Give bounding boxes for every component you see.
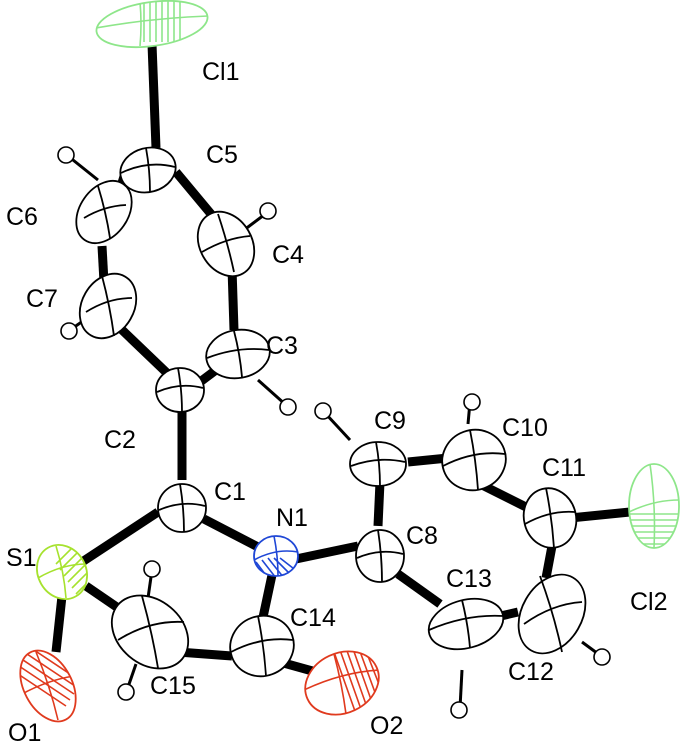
molecular-bonds	[51, 43, 631, 677]
atom-c3	[205, 328, 271, 380]
atom-cl2	[628, 463, 680, 549]
label-o1: O1	[8, 719, 41, 747]
label-c15: C15	[150, 672, 196, 700]
atom-o1	[8, 641, 87, 723]
atom-c10	[441, 428, 507, 492]
label-c6: C6	[6, 203, 38, 231]
atom-cl1	[95, 0, 209, 49]
label-c12: C12	[508, 658, 554, 686]
atom-c13	[427, 597, 505, 651]
atom-c14	[229, 614, 295, 678]
atom-c6	[75, 180, 133, 244]
label-cl2: Cl2	[630, 588, 668, 616]
label-c9: C9	[374, 407, 406, 435]
hydrogen-atoms	[57, 146, 611, 719]
hydrogen-atom-h6	[57, 146, 75, 164]
label-c8: C8	[406, 522, 438, 550]
label-n1: N1	[276, 504, 308, 532]
hydrogen-atom-h7	[60, 322, 78, 340]
atom-c15	[110, 594, 190, 670]
carbon-atoms	[75, 146, 587, 678]
atom-labels: Cl1 C5 C6 C4 C7 C3 C2 C1 C9 C10 C11 N1 C…	[6, 58, 668, 747]
label-c2: C2	[104, 426, 136, 454]
label-c1: C1	[214, 478, 246, 506]
atom-c5	[119, 146, 177, 194]
label-c3: C3	[266, 332, 298, 360]
hydrogen-atom-h3	[279, 398, 297, 416]
hydrogen-atom-h9	[314, 402, 332, 420]
atom-c11	[522, 487, 578, 549]
atom-c1	[157, 483, 207, 533]
atom-c12	[517, 573, 587, 655]
label-c10: C10	[502, 414, 548, 442]
label-o2: O2	[370, 712, 403, 740]
label-s1: S1	[6, 544, 37, 572]
label-c4: C4	[272, 241, 304, 269]
atom-c9	[349, 441, 407, 487]
hydrogen-atom-h4	[259, 202, 277, 220]
atom-c8	[355, 529, 405, 583]
hydrogen-atom-h10	[463, 393, 481, 411]
hydrogen-atom-h15b	[117, 683, 135, 701]
atom-n1	[253, 535, 299, 577]
label-c5: C5	[206, 141, 238, 169]
label-c11: C11	[542, 454, 586, 482]
hydrogen-atom-h15a	[143, 560, 161, 578]
label-cl1: Cl1	[202, 58, 240, 86]
label-c14: C14	[290, 604, 336, 632]
atom-c2	[155, 367, 205, 413]
atom-c7	[78, 272, 138, 340]
atom-s1	[36, 535, 97, 600]
atom-o2	[303, 645, 387, 716]
hydrogen-atom-h12	[593, 648, 611, 666]
hydrogen-atom-h13	[450, 701, 468, 719]
label-c7: C7	[26, 285, 58, 313]
label-c13: C13	[446, 565, 492, 593]
atom-c4	[196, 210, 256, 278]
